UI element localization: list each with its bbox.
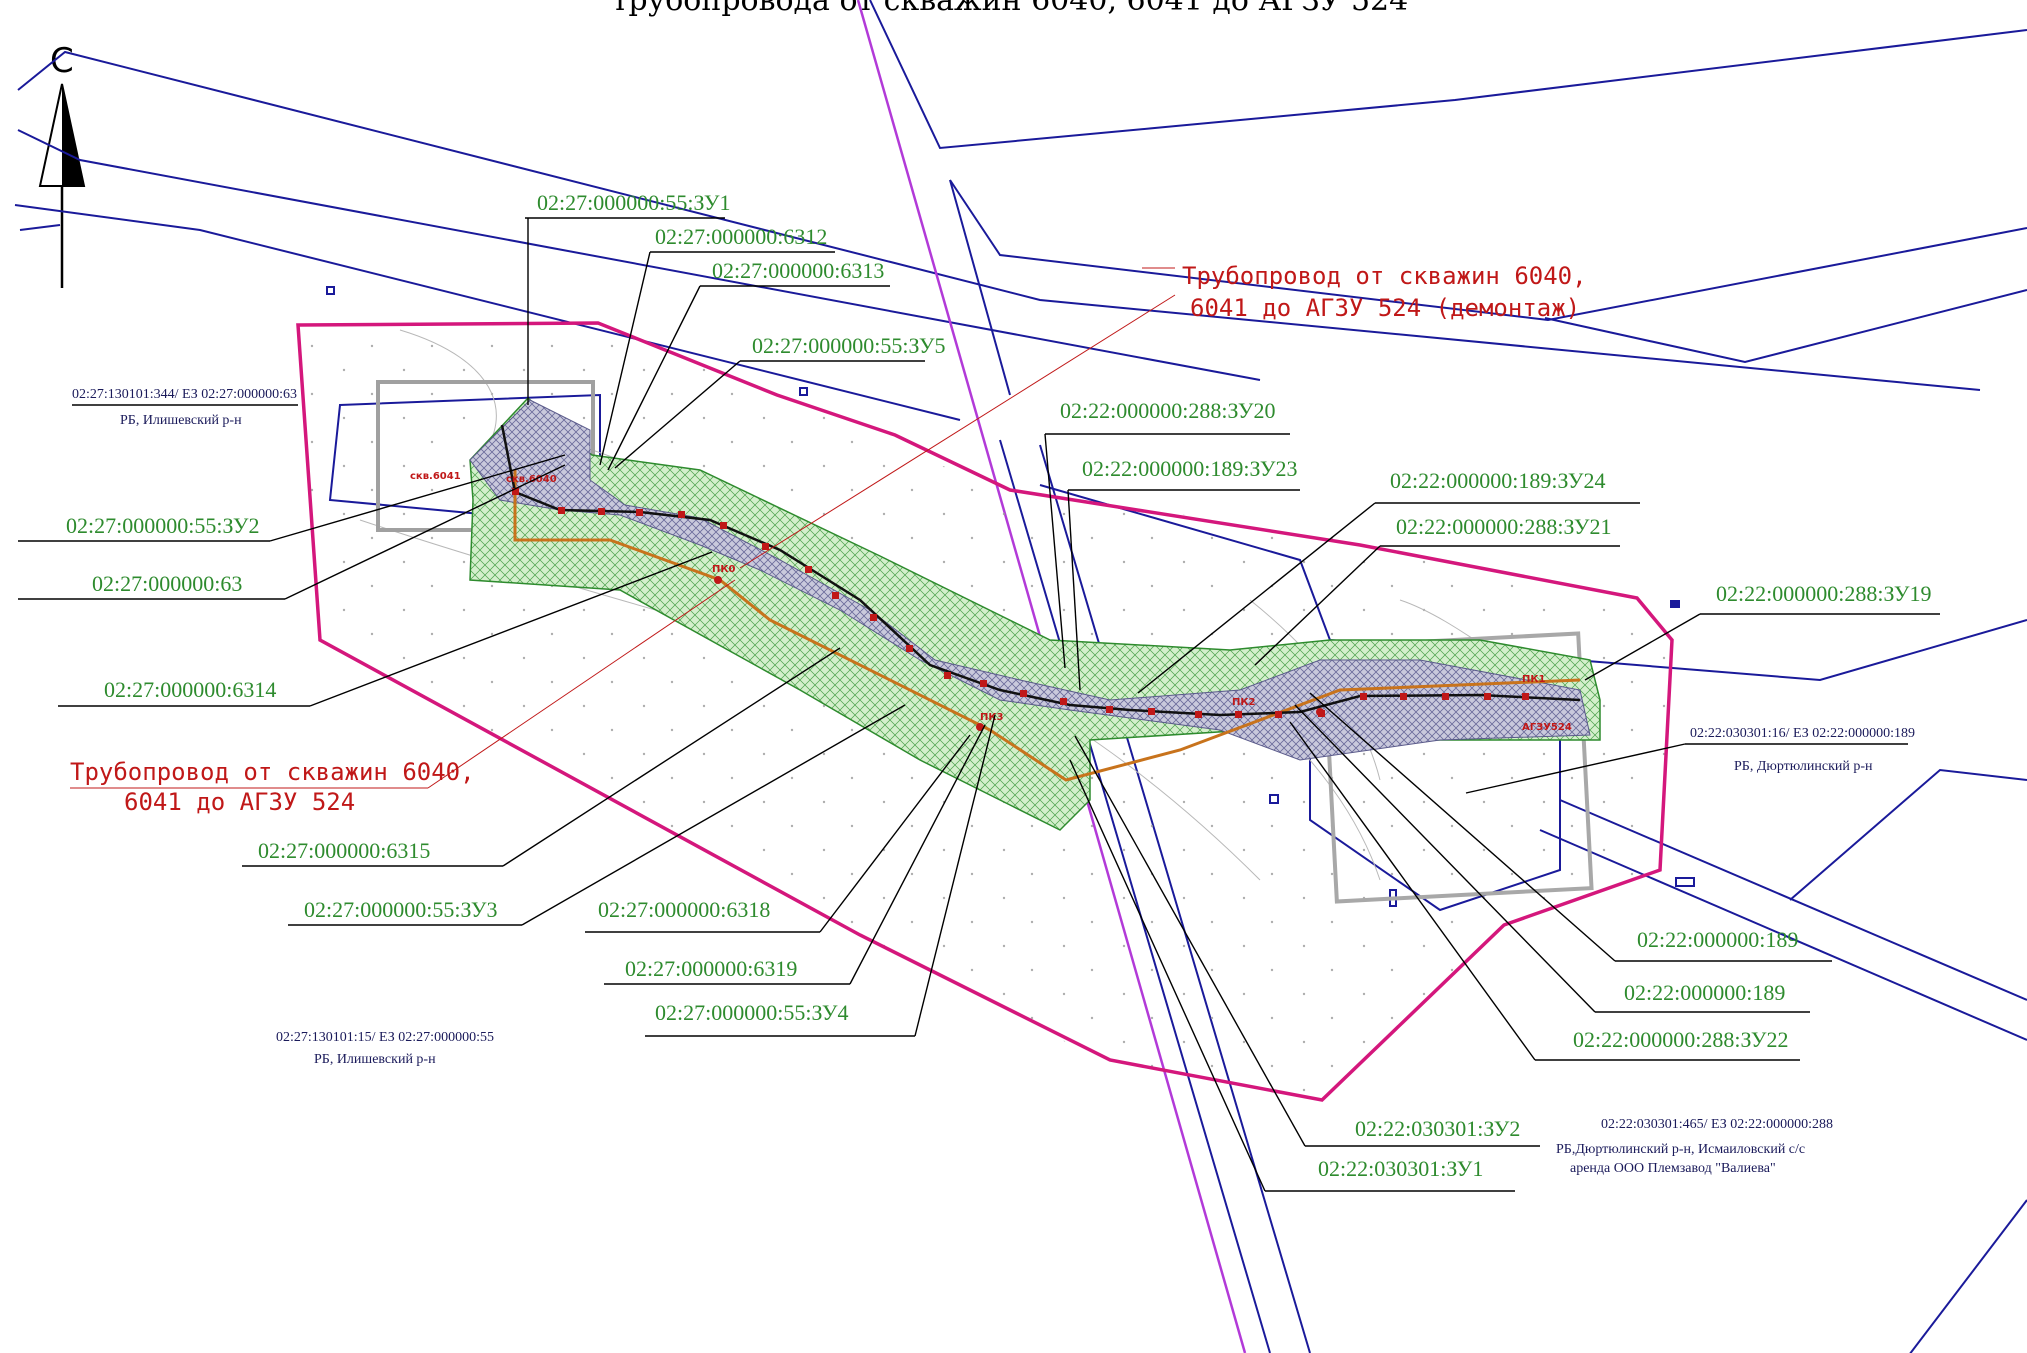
cadastral-line: РБ,Дюртюлинский р-н, Исмаиловский с/с: [1556, 1142, 1805, 1157]
cadastral-line: аренда ООО Племзавод "Валиева": [1570, 1161, 1776, 1176]
pipeline-caption-top-2: 6041 до АГЗУ 524 (демонтаж): [1190, 294, 1580, 322]
parcel-label: 02:22:000000:288:ЗУ22: [1573, 1027, 1789, 1052]
parcel-label: 02:27:000000:6315: [258, 838, 430, 863]
cadastral-line: 02:22:030301:465/ ЕЗ 02:22:000000:288: [1601, 1117, 1833, 1132]
survey-boundary: [296, 321, 1674, 1102]
parcel-label: 02:22:000000:288:ЗУ20: [1060, 398, 1276, 423]
pk0-label: ПК0: [712, 564, 736, 575]
pipeline-caption-left-1: Трубопровод от скважин 6040,: [70, 758, 475, 786]
pk2-label: ПК2: [1232, 697, 1256, 708]
cadastral-blocks: 02:27:130101:344/ ЕЗ 02:27:000000:63 РБ,…: [72, 387, 1915, 1176]
parcel-label: 02:22:030301:ЗУ1: [1318, 1156, 1483, 1181]
purple-strip: [469, 399, 1591, 761]
north-arrow: С: [38, 41, 86, 288]
north-label: С: [50, 41, 74, 81]
parcel-label: 02:27:000000:6318: [598, 897, 770, 922]
parcel-label: 02:27:000000:6313: [712, 258, 884, 283]
parcel-label: 02:27:000000:55:ЗУ5: [752, 333, 946, 358]
cadastral-line: 02:27:130101:15/ ЕЗ 02:27:000000:55: [276, 1030, 494, 1045]
agzu-label: АГЗУ524: [1522, 722, 1572, 733]
cadastral-line: РБ, Дюртюлинский р-н: [1734, 759, 1873, 774]
parcel-label: 02:27:000000:6319: [625, 956, 797, 981]
well-6041-label: скв.6041: [410, 471, 461, 482]
parcel-label: 02:22:000000:189:ЗУ23: [1082, 456, 1298, 481]
cadastral-line: 02:27:130101:344/ ЕЗ 02:27:000000:63: [72, 387, 297, 402]
cadastral-line: РБ, Илишевский р-н: [314, 1052, 436, 1067]
parcel-label: 02:27:000000:55:ЗУ1: [537, 190, 731, 215]
parcel-label: 02:27:000000:6312: [655, 224, 827, 249]
parcel-label: 02:27:000000:63: [92, 571, 242, 596]
parcel-label: 02:27:000000:55:ЗУ2: [66, 513, 260, 538]
cadastral-line: 02:22:030301:16/ ЕЗ 02:22:000000:189: [1690, 726, 1915, 741]
parcel-label: 02:22:000000:189: [1624, 980, 1785, 1005]
well-6040-label: скв.6040: [506, 474, 557, 485]
orange-pipeline: [513, 470, 1581, 782]
parcel-label: 02:22:000000:189: [1637, 927, 1798, 952]
parcel-label: 02:22:030301:ЗУ2: [1355, 1116, 1520, 1141]
pipeline-captions: Трубопровод от скважин 6040, 6041 до АГЗ…: [70, 262, 1587, 816]
pipeline-caption-top-1: Трубопровод от скважин 6040,: [1182, 262, 1587, 290]
parcel-label: 02:22:000000:288:ЗУ19: [1716, 581, 1932, 606]
parcel-label: 02:22:000000:288:ЗУ21: [1396, 514, 1612, 539]
cadastral-line: РБ, Илишевский р-н: [120, 413, 242, 428]
parcel-label: 02:27:000000:55:ЗУ3: [304, 897, 498, 922]
pipeline-caption-left-2: 6041 до АГЗУ 524: [124, 788, 355, 816]
parcel-label: 02:27:000000:55:ЗУ4: [655, 1000, 849, 1025]
pipeline-markers: [512, 488, 1529, 718]
map-title: трубопровода от скважин 6040, 6041 до АГ…: [612, 0, 1408, 18]
parcel-label: 02:27:000000:6314: [104, 677, 276, 702]
parcel-labels: 02:27:000000:55:ЗУ1 02:27:000000:6312 02…: [18, 190, 1940, 1192]
parcel-label: 02:22:000000:189:ЗУ24: [1390, 468, 1606, 493]
pk3-label: ПК3: [980, 712, 1004, 723]
pk1-label: ПК1: [1522, 674, 1546, 685]
